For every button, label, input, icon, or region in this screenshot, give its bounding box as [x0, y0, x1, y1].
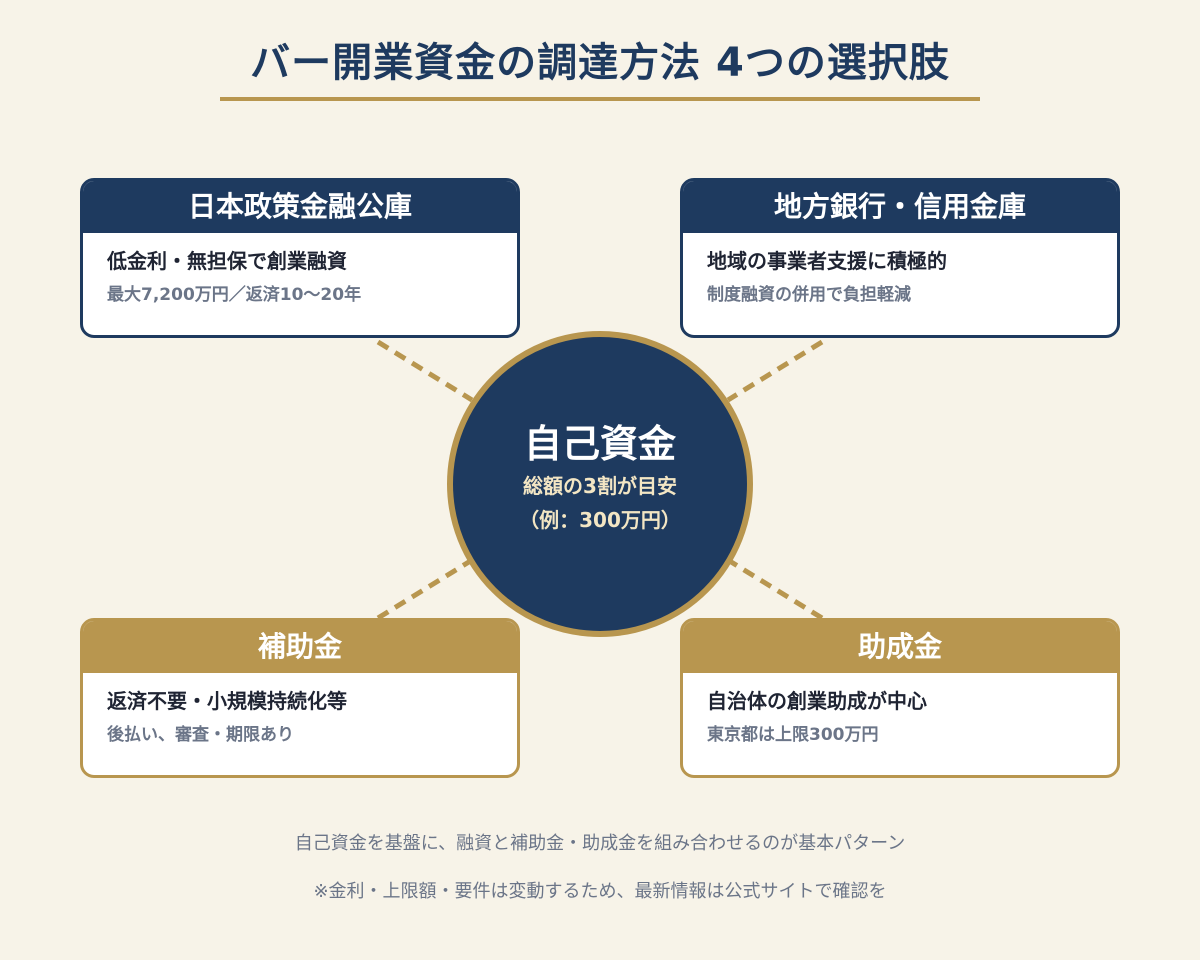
- center-subtitle: 総額の3割が目安: [523, 474, 677, 498]
- center-example: （例：300万円）: [519, 508, 681, 532]
- center-title: 自己資金: [523, 422, 676, 466]
- card-title: 助成金: [683, 621, 1117, 673]
- connector-top-right: [726, 339, 824, 403]
- card-regional-bank: 地方銀行・信用金庫 地域の事業者支援に積極的 制度融資の併用で負担軽減: [680, 178, 1120, 338]
- card-subsidy: 補助金 返済不要・小規模持続化等 後払い、審査・期限あり: [80, 618, 520, 778]
- card-detail: 最大7,200万円／返済10〜20年: [107, 285, 362, 305]
- card-detail: 制度融資の併用で負担軽減: [707, 285, 911, 305]
- card-summary: 自治体の創業助成が中心: [707, 689, 927, 713]
- center-own-funds-circle: 自己資金 総額の3割が目安 （例：300万円）: [447, 331, 753, 637]
- card-title: 日本政策金融公庫: [83, 181, 517, 233]
- card-detail: 東京都は上限300万円: [707, 725, 879, 745]
- connector-bottom-right: [726, 557, 824, 621]
- card-summary: 返済不要・小規模持続化等: [107, 689, 347, 713]
- card-detail: 後払い、審査・期限あり: [107, 725, 294, 745]
- card-japan-finance-corp: 日本政策金融公庫 低金利・無担保で創業融資 最大7,200万円／返済10〜20年: [80, 178, 520, 338]
- card-grant: 助成金 自治体の創業助成が中心 東京都は上限300万円: [680, 618, 1120, 778]
- card-title: 補助金: [83, 621, 517, 673]
- page-title: バー開業資金の調達方法 4つの選択肢: [250, 40, 950, 86]
- card-summary: 低金利・無担保で創業融資: [107, 249, 347, 273]
- connector-top-left: [376, 339, 474, 403]
- title-underline: [220, 97, 980, 101]
- footer-note: 自己資金を基盤に、融資と補助金・助成金を組み合わせるのが基本パターン: [294, 833, 906, 854]
- connector-bottom-left: [376, 557, 474, 621]
- card-summary: 地域の事業者支援に積極的: [707, 249, 947, 273]
- card-title: 地方銀行・信用金庫: [683, 181, 1117, 233]
- footer-disclaimer: ※金利・上限額・要件は変動するため、最新情報は公式サイトで確認を: [313, 881, 887, 902]
